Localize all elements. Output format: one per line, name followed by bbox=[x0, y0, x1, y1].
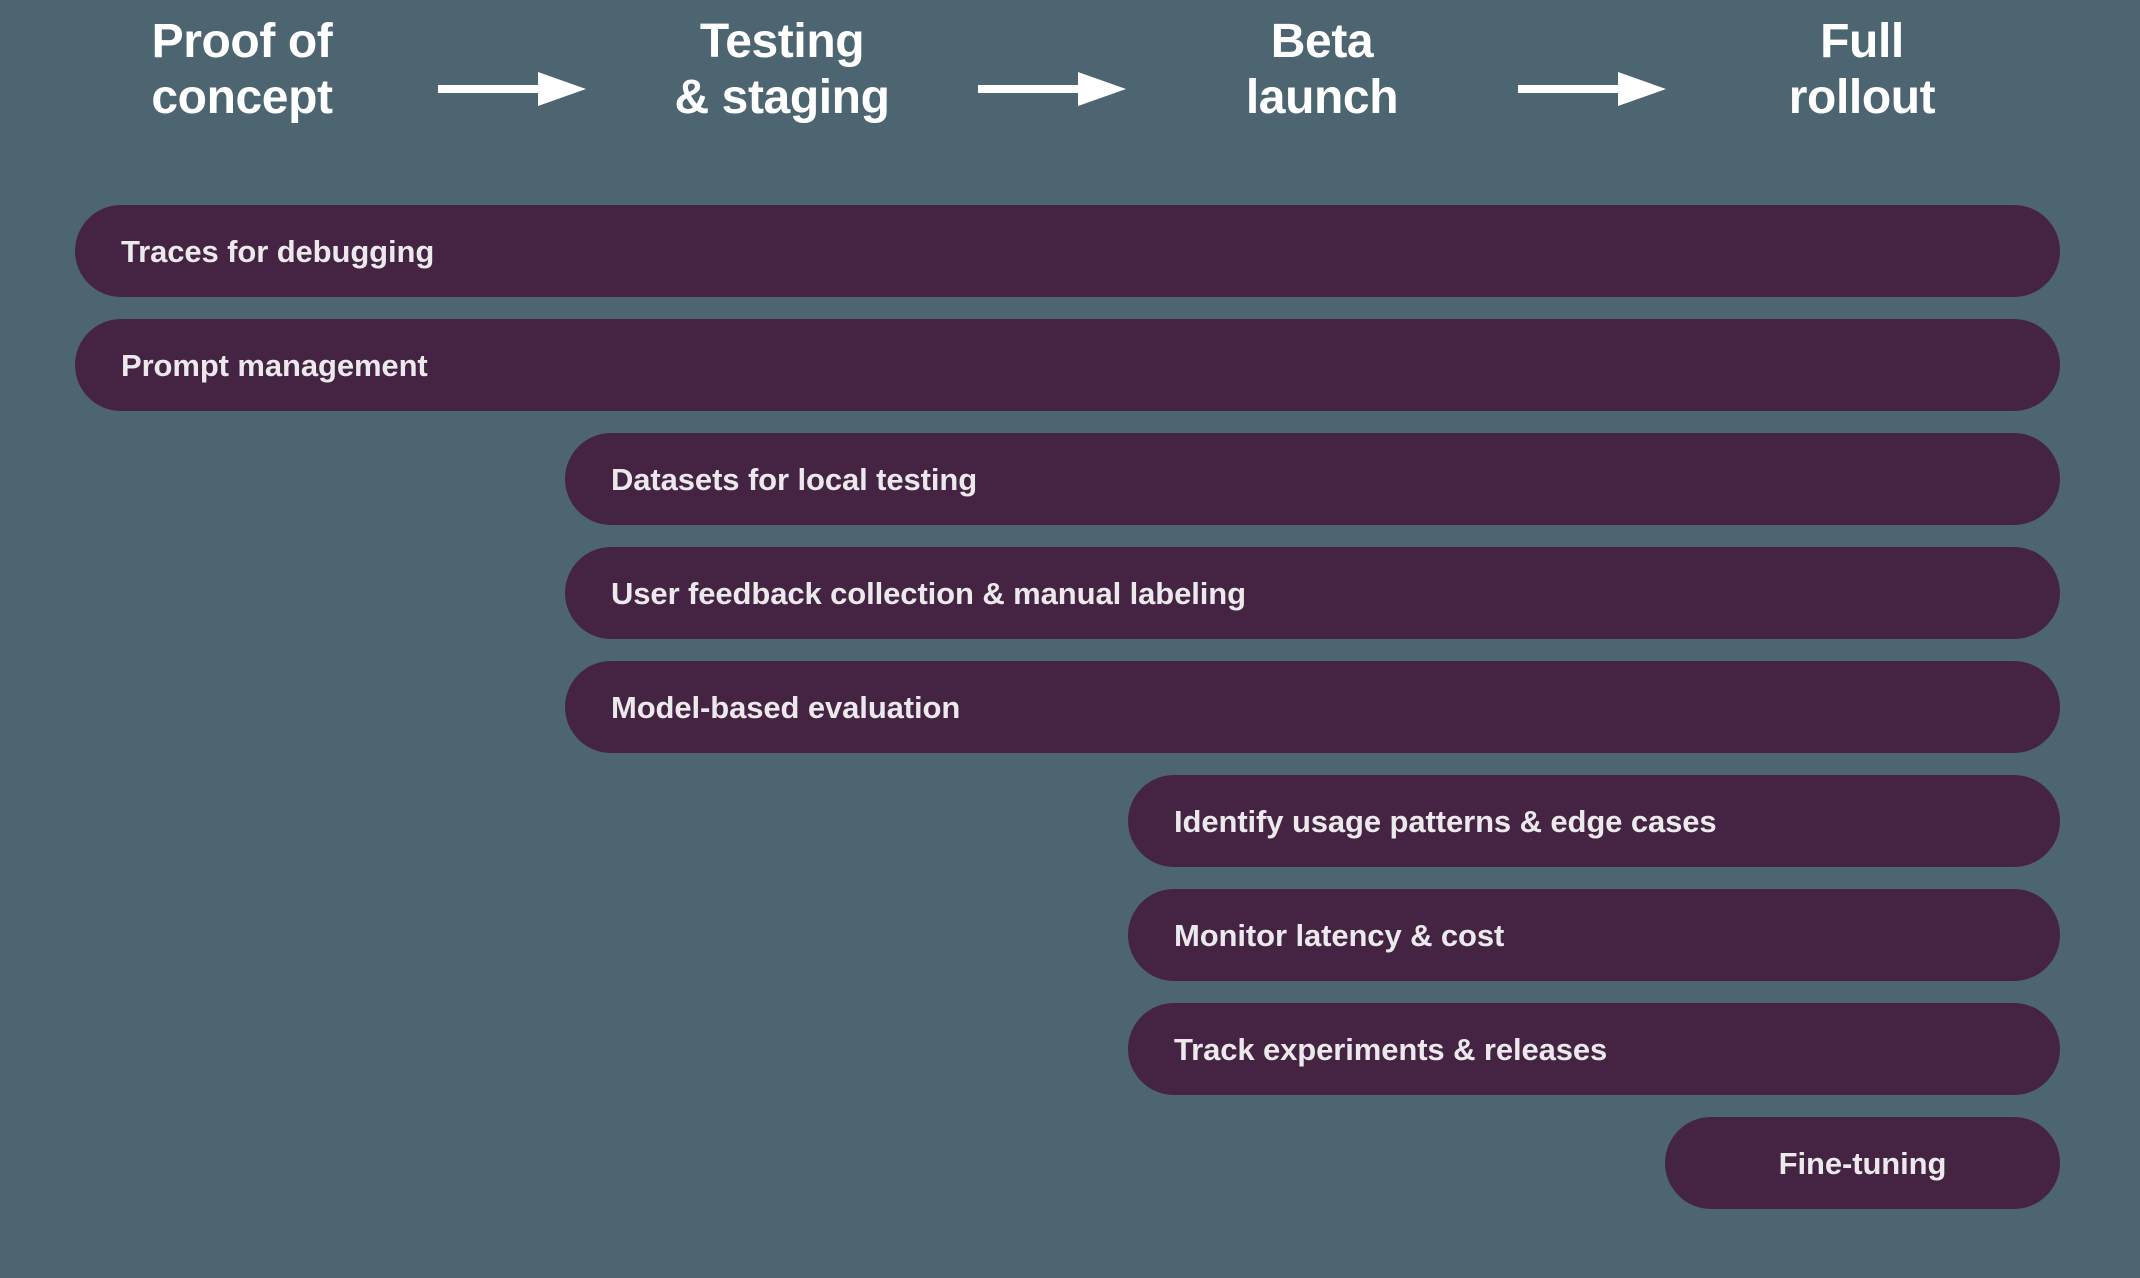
stage-arrow-icon-3 bbox=[1518, 72, 1668, 106]
capability-bar-label: Monitor latency & cost bbox=[1174, 917, 1505, 953]
stage-header: Proof of concept Testing & staging Beta la… bbox=[0, 0, 2140, 180]
capability-bar-track-experiments-and-releases[interactable]: Track experiments & releases bbox=[1128, 1003, 2060, 1095]
capability-bar-label: Datasets for local testing bbox=[611, 461, 978, 497]
capability-bar-label: Model-based evaluation bbox=[611, 689, 961, 725]
capability-bar-label: Fine-tuning bbox=[1778, 1145, 1947, 1181]
capability-bar-model-based-evaluation[interactable]: Model-based evaluation bbox=[565, 661, 2060, 753]
capability-bar-fine-tuning[interactable]: Fine-tuning bbox=[1665, 1117, 2060, 1209]
capability-bar-label: Identify usage patterns & edge cases bbox=[1174, 803, 1717, 839]
capability-bar-label: Track experiments & releases bbox=[1174, 1031, 1608, 1067]
stage-arrow-icon-2 bbox=[978, 72, 1128, 106]
capability-bar-label: Prompt management bbox=[121, 347, 428, 383]
capability-bar-prompt-management[interactable]: Prompt management bbox=[75, 319, 2060, 411]
capability-bar-datasets-for-local-testing[interactable]: Datasets for local testing bbox=[565, 433, 2060, 525]
stage-label-proof-of-concept: Proof of concept bbox=[151, 15, 333, 125]
stage-label-beta-launch: Beta launch bbox=[1245, 15, 1399, 125]
stage-label-full-rollout: Full rollout bbox=[1788, 15, 1936, 125]
capability-bar-monitor-latency-and-cost[interactable]: Monitor latency & cost bbox=[1128, 889, 2060, 981]
capability-bar-user-feedback-collection-and-manual-labeling[interactable]: User feedback collection & manual labeli… bbox=[565, 547, 2060, 639]
capability-bar-traces-for-debugging[interactable]: Traces for debugging bbox=[75, 205, 2060, 297]
capability-bar-label: User feedback collection & manual labeli… bbox=[611, 575, 1246, 611]
stage-label-testing-and-staging: Testing & staging bbox=[674, 15, 890, 125]
stage-arrow-icon-1 bbox=[438, 72, 588, 106]
capability-bar-label: Traces for debugging bbox=[121, 233, 435, 269]
capability-bar-identify-usage-patterns-and-edge-cases[interactable]: Identify usage patterns & edge cases bbox=[1128, 775, 2060, 867]
